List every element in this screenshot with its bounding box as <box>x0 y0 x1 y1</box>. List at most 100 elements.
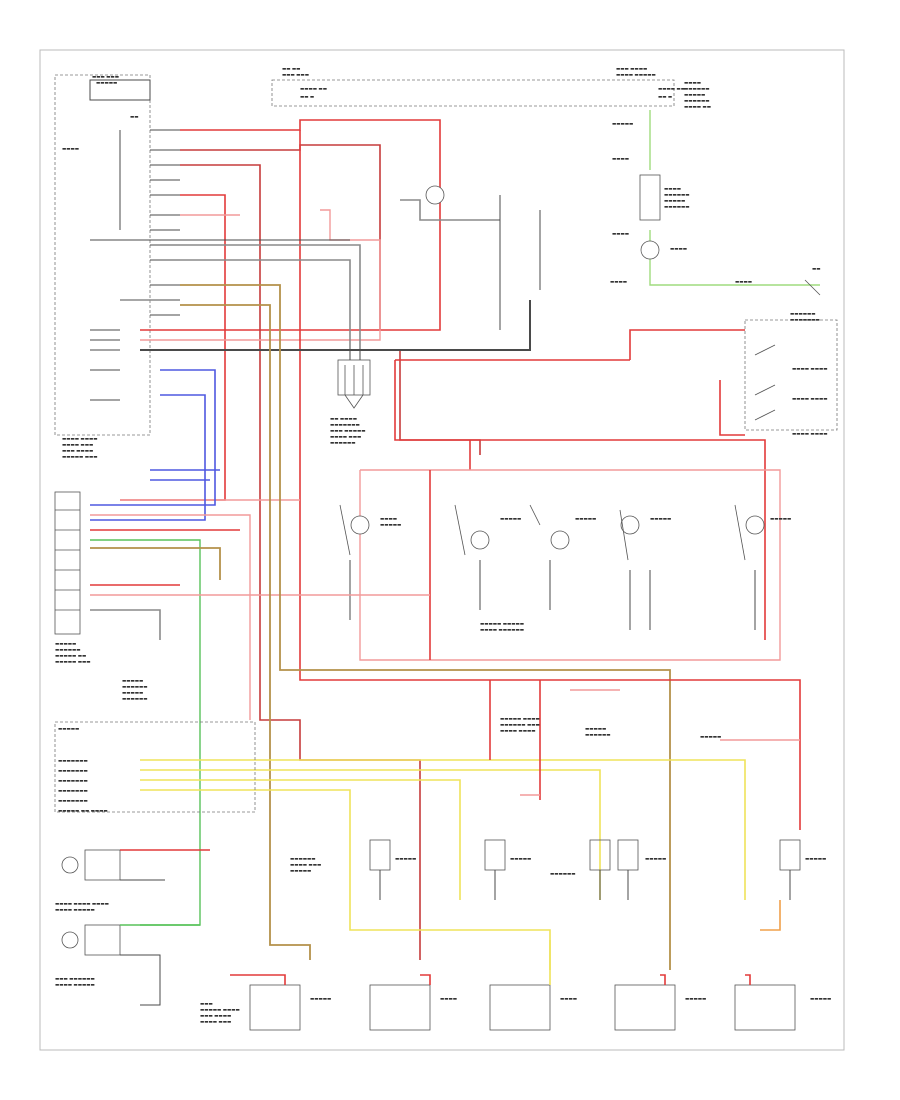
svg-text:▬▬▬▬▬▬: ▬▬▬▬▬▬ <box>122 697 148 702</box>
svg-text:▬▬▬▬▬: ▬▬▬▬▬ <box>684 93 705 98</box>
svg-text:▬▬▬▬ ▬▬▬▬: ▬▬▬▬ ▬▬▬▬ <box>500 729 535 734</box>
svg-text:▬▬ ▬: ▬▬ ▬ <box>300 95 314 100</box>
bulb-icon <box>350 515 370 535</box>
svg-text:▬▬▬▬: ▬▬▬▬ <box>380 517 397 522</box>
svg-text:▬▬▬▬▬: ▬▬▬▬▬ <box>810 997 831 1002</box>
svg-text:▬▬▬▬▬: ▬▬▬▬▬ <box>122 679 143 684</box>
svg-text:▬▬▬▬: ▬▬▬▬ <box>560 997 577 1002</box>
svg-text:▬▬▬▬▬ ▬▬ ▬▬▬▬: ▬▬▬▬▬ ▬▬ ▬▬▬▬ <box>58 809 108 814</box>
yellow-wire-harness <box>140 759 746 970</box>
svg-text:▬▬ ▬▬: ▬▬ ▬▬ <box>282 67 300 72</box>
left-connector-pins <box>90 129 180 401</box>
svg-text:▬▬▬▬▬▬▬: ▬▬▬▬▬▬▬ <box>58 769 88 774</box>
switch-icon <box>249 984 301 1031</box>
svg-text:▬▬▬▬: ▬▬▬▬ <box>670 247 687 252</box>
svg-text:▬▬▬▬▬▬: ▬▬▬▬▬▬ <box>330 441 356 446</box>
svg-text:▬▬▬ ▬▬▬▬: ▬▬▬ ▬▬▬▬ <box>616 67 647 72</box>
svg-text:▬▬▬▬▬ ▬▬▬: ▬▬▬▬▬ ▬▬▬ <box>55 660 90 665</box>
svg-text:▬▬▬▬▬: ▬▬▬▬▬ <box>805 857 826 862</box>
svg-text:▬▬▬ ▬▬▬▬▬: ▬▬▬ ▬▬▬▬▬ <box>330 429 365 434</box>
svg-text:▬▬▬▬▬: ▬▬▬▬▬ <box>664 199 685 204</box>
switch-icon <box>734 984 796 1031</box>
mid-lamp-row: ▬▬▬▬ ▬▬▬▬▬ ▬▬▬▬▬ ▬▬▬▬▬ ▬▬▬▬▬ ▬▬▬▬▬ ▬▬▬▬▬… <box>339 504 791 633</box>
fuse-box-top: ▬▬ ▬▬ ▬▬▬ ▬▬▬ ▬▬▬ ▬▬▬▬ ▬▬▬▬ ▬▬▬▬▬ ▬▬▬▬ ▬… <box>271 67 711 110</box>
svg-text:▬▬▬▬: ▬▬▬▬ <box>664 187 681 192</box>
svg-text:▬▬ ▬: ▬▬ ▬ <box>658 95 672 100</box>
svg-text:▬▬▬▬ ▬▬▬▬: ▬▬▬▬ ▬▬▬▬ <box>792 367 827 372</box>
svg-text:▬▬▬▬▬: ▬▬▬▬▬ <box>380 523 401 528</box>
svg-text:▬▬▬▬▬▬: ▬▬▬▬▬▬ <box>684 87 710 92</box>
door-switch-cluster: ▬▬▬▬▬▬ ▬▬▬▬▬▬▬ ▬▬▬▬ ▬▬▬▬ ▬▬▬▬ ▬▬▬▬ ▬▬▬▬ … <box>395 312 838 437</box>
svg-text:▬▬▬▬▬▬: ▬▬▬▬▬▬ <box>664 193 690 198</box>
bulb-icon <box>470 530 490 550</box>
svg-text:▬▬▬▬▬▬▬: ▬▬▬▬▬▬▬ <box>58 799 88 804</box>
svg-text:▬▬▬▬: ▬▬▬▬ <box>62 147 79 152</box>
svg-text:▬▬▬▬▬▬: ▬▬▬▬▬▬ <box>664 205 690 210</box>
svg-text:▬▬▬▬▬▬▬: ▬▬▬▬▬▬▬ <box>790 318 820 323</box>
svg-text:▬▬▬▬: ▬▬▬▬ <box>610 280 627 285</box>
svg-text:▬▬: ▬▬ <box>812 267 821 272</box>
lower-left-lamps: ▬▬▬▬ ▬▬▬▬ ▬▬▬▬ ▬▬▬▬ ▬▬▬▬▬ ▬▬▬ ▬▬▬▬▬▬ ▬▬▬… <box>55 849 210 1006</box>
svg-text:▬▬▬▬▬ ▬▬▬▬▬: ▬▬▬▬▬ ▬▬▬▬▬ <box>480 622 524 627</box>
svg-text:▬▬▬▬ ▬▬: ▬▬▬▬ ▬▬ <box>658 87 685 92</box>
svg-text:▬▬▬▬ ▬▬▬: ▬▬▬▬ ▬▬▬ <box>200 1020 231 1025</box>
svg-text:▬▬▬▬▬: ▬▬▬▬▬ <box>510 857 531 862</box>
svg-text:▬▬▬▬▬▬▬: ▬▬▬▬▬▬▬ <box>58 789 88 794</box>
left-stacked-connector: ▬▬▬▬▬ ▬▬▬▬▬▬ ▬▬▬▬▬ ▬▬ ▬▬▬▬▬ ▬▬▬ <box>54 491 90 665</box>
bulb-icon <box>425 185 445 205</box>
switch-icon <box>369 984 431 1031</box>
svg-text:▬▬▬▬▬: ▬▬▬▬▬ <box>122 691 143 696</box>
svg-text:▬▬▬▬ ▬▬▬▬▬: ▬▬▬▬ ▬▬▬▬▬ <box>55 908 95 913</box>
svg-text:▬▬▬▬▬: ▬▬▬▬▬ <box>685 997 706 1002</box>
svg-text:▬▬▬▬▬: ▬▬▬▬▬ <box>770 517 791 522</box>
svg-text:▬▬▬▬: ▬▬▬▬ <box>612 157 629 162</box>
svg-text:▬▬▬▬▬: ▬▬▬▬▬ <box>575 517 596 522</box>
svg-text:▬▬▬▬▬▬▬: ▬▬▬▬▬▬▬ <box>58 779 88 784</box>
brown-wire-harness <box>180 284 781 970</box>
lower-lamp-row: ▬▬▬▬▬▬ ▬▬▬▬ ▬▬▬ ▬▬▬▬▬ ▬▬▬▬▬ ▬▬▬▬▬ ▬▬▬▬▬▬… <box>290 839 826 900</box>
control-module-left: ▬▬▬ ▬▬▬ ▬▬▬▬▬ ▬▬ ▬▬▬▬ ▬▬▬▬ ▬▬▬▬ ▬▬▬▬ ▬▬▬… <box>54 74 151 460</box>
svg-text:▬▬▬ ▬▬▬▬: ▬▬▬ ▬▬▬▬ <box>62 449 93 454</box>
svg-text:▬▬▬▬▬ ▬▬▬: ▬▬▬▬▬ ▬▬▬ <box>62 455 97 460</box>
svg-text:▬▬▬▬▬: ▬▬▬▬▬ <box>55 642 76 647</box>
svg-text:▬▬▬ ▬▬▬▬▬▬: ▬▬▬ ▬▬▬▬▬▬ <box>55 977 95 982</box>
svg-text:▬▬▬▬▬▬ ▬▬▬: ▬▬▬▬▬▬ ▬▬▬ <box>500 723 540 728</box>
svg-text:▬▬▬ ▬▬▬▬: ▬▬▬ ▬▬▬▬ <box>200 1014 231 1019</box>
bulb-icon <box>550 530 570 550</box>
svg-text:▬▬▬▬▬: ▬▬▬▬▬ <box>612 122 633 127</box>
svg-text:▬▬▬▬▬▬: ▬▬▬▬▬▬ <box>550 872 576 877</box>
svg-text:▬▬▬▬▬▬▬: ▬▬▬▬▬▬▬ <box>330 423 360 428</box>
svg-text:▬▬▬▬▬: ▬▬▬▬▬ <box>500 517 521 522</box>
svg-text:▬▬▬▬▬: ▬▬▬▬▬ <box>645 857 666 862</box>
switch-icon <box>614 984 676 1031</box>
svg-text:▬▬▬▬ ▬▬▬▬: ▬▬▬▬ ▬▬▬▬ <box>792 432 827 437</box>
svg-text:▬▬▬▬ ▬▬: ▬▬▬▬ ▬▬ <box>300 87 327 92</box>
svg-text:▬▬▬▬ ▬▬: ▬▬▬▬ ▬▬ <box>684 105 711 110</box>
svg-text:▬▬▬: ▬▬▬ <box>200 1002 213 1007</box>
svg-text:▬▬▬▬▬▬▬: ▬▬▬▬▬▬▬ <box>58 759 88 764</box>
svg-text:▬▬▬▬ ▬▬▬▬▬: ▬▬▬▬ ▬▬▬▬▬ <box>616 73 656 78</box>
lower-red-bus: ▬▬▬▬▬ ▬▬▬▬ ▬▬▬▬▬▬ ▬▬▬ ▬▬▬▬ ▬▬▬▬ ▬▬▬▬▬ ▬▬… <box>320 679 801 830</box>
svg-text:▬▬▬▬: ▬▬▬▬ <box>684 81 701 86</box>
svg-text:▬▬▬▬▬ ▬▬▬▬: ▬▬▬▬▬ ▬▬▬▬ <box>500 717 540 722</box>
svg-text:▬▬▬▬ ▬▬▬▬: ▬▬▬▬ ▬▬▬▬ <box>792 397 827 402</box>
svg-text:▬▬▬▬▬▬: ▬▬▬▬▬▬ <box>55 648 81 653</box>
svg-text:▬▬▬▬▬: ▬▬▬▬▬ <box>585 727 606 732</box>
svg-text:▬▬▬▬▬▬: ▬▬▬▬▬▬ <box>122 685 148 690</box>
svg-text:▬▬▬▬▬▬: ▬▬▬▬▬▬ <box>790 312 816 317</box>
svg-text:▬▬▬▬▬: ▬▬▬▬▬ <box>310 997 331 1002</box>
svg-text:▬▬▬▬▬: ▬▬▬▬▬ <box>700 735 721 740</box>
bottom-switch-row: ▬▬▬▬▬ ▬▬▬▬ ▬▬▬▬ ▬▬▬▬▬ ▬▬▬▬▬ ▬▬▬ ▬▬▬▬▬ ▬▬… <box>200 940 831 1031</box>
bulb-icon <box>620 515 640 535</box>
svg-text:▬▬ ▬▬▬▬: ▬▬ ▬▬▬▬ <box>330 417 357 422</box>
svg-text:▬▬▬▬ ▬▬▬▬▬▬: ▬▬▬▬ ▬▬▬▬▬▬ <box>480 628 524 633</box>
svg-text:▬▬▬▬▬: ▬▬▬▬▬ <box>650 517 671 522</box>
svg-text:▬▬▬▬: ▬▬▬▬ <box>612 232 629 237</box>
svg-text:▬▬▬▬ ▬▬▬▬▬: ▬▬▬▬ ▬▬▬▬▬ <box>55 983 95 988</box>
bulb-icon <box>61 856 79 874</box>
top-right-lamp-circuit: ▬▬▬▬▬ ▬▬▬▬ ▬▬▬▬ ▬▬▬▬ ▬▬▬▬▬▬ ▬▬▬▬▬ ▬▬▬▬▬▬… <box>425 110 821 296</box>
svg-text:▬▬▬▬▬▬: ▬▬▬▬▬▬ <box>290 857 316 862</box>
mid-module-connector: ▬▬▬▬▬ ▬▬▬▬▬▬▬ ▬▬▬▬▬▬▬ ▬▬▬▬▬▬▬ ▬▬▬▬▬▬▬ ▬▬… <box>54 679 256 814</box>
svg-text:▬▬▬▬ ▬▬▬: ▬▬▬▬ ▬▬▬ <box>290 863 321 868</box>
bulb-icon <box>640 240 660 260</box>
